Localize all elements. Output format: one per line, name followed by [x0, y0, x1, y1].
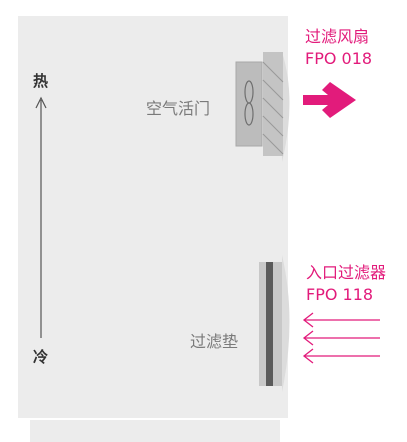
fan-hood: [282, 52, 290, 162]
inlet-filter-model: FPO 118: [306, 285, 374, 304]
fan-icon: [244, 80, 254, 126]
air-damper-label: 空气活门: [146, 99, 211, 118]
inlet-airflow-arrows: [302, 312, 380, 364]
temperature-arrow: [35, 96, 47, 338]
filter-pad-label: 过滤垫: [190, 332, 239, 351]
enclosure-base: [30, 420, 280, 442]
air-damper: [235, 61, 263, 147]
fan-grille: [262, 52, 284, 156]
exhaust-fan-label: 过滤风扇 FPO 018: [305, 26, 372, 70]
inlet-filter-hood: [282, 255, 290, 392]
inlet-filter: [259, 262, 282, 386]
cold-label: 冷: [33, 348, 49, 366]
inlet-filter-title: 入口过滤器: [306, 263, 387, 282]
exhaust-arrow-icon: [303, 82, 356, 118]
temperature-arrow-head: [35, 96, 47, 109]
exhaust-fan-model: FPO 018: [305, 49, 373, 68]
hot-label: 热: [33, 72, 49, 90]
exhaust-fan-title: 过滤风扇: [305, 27, 370, 46]
inlet-filter-label: 入口过滤器 FPO 118: [306, 262, 386, 306]
